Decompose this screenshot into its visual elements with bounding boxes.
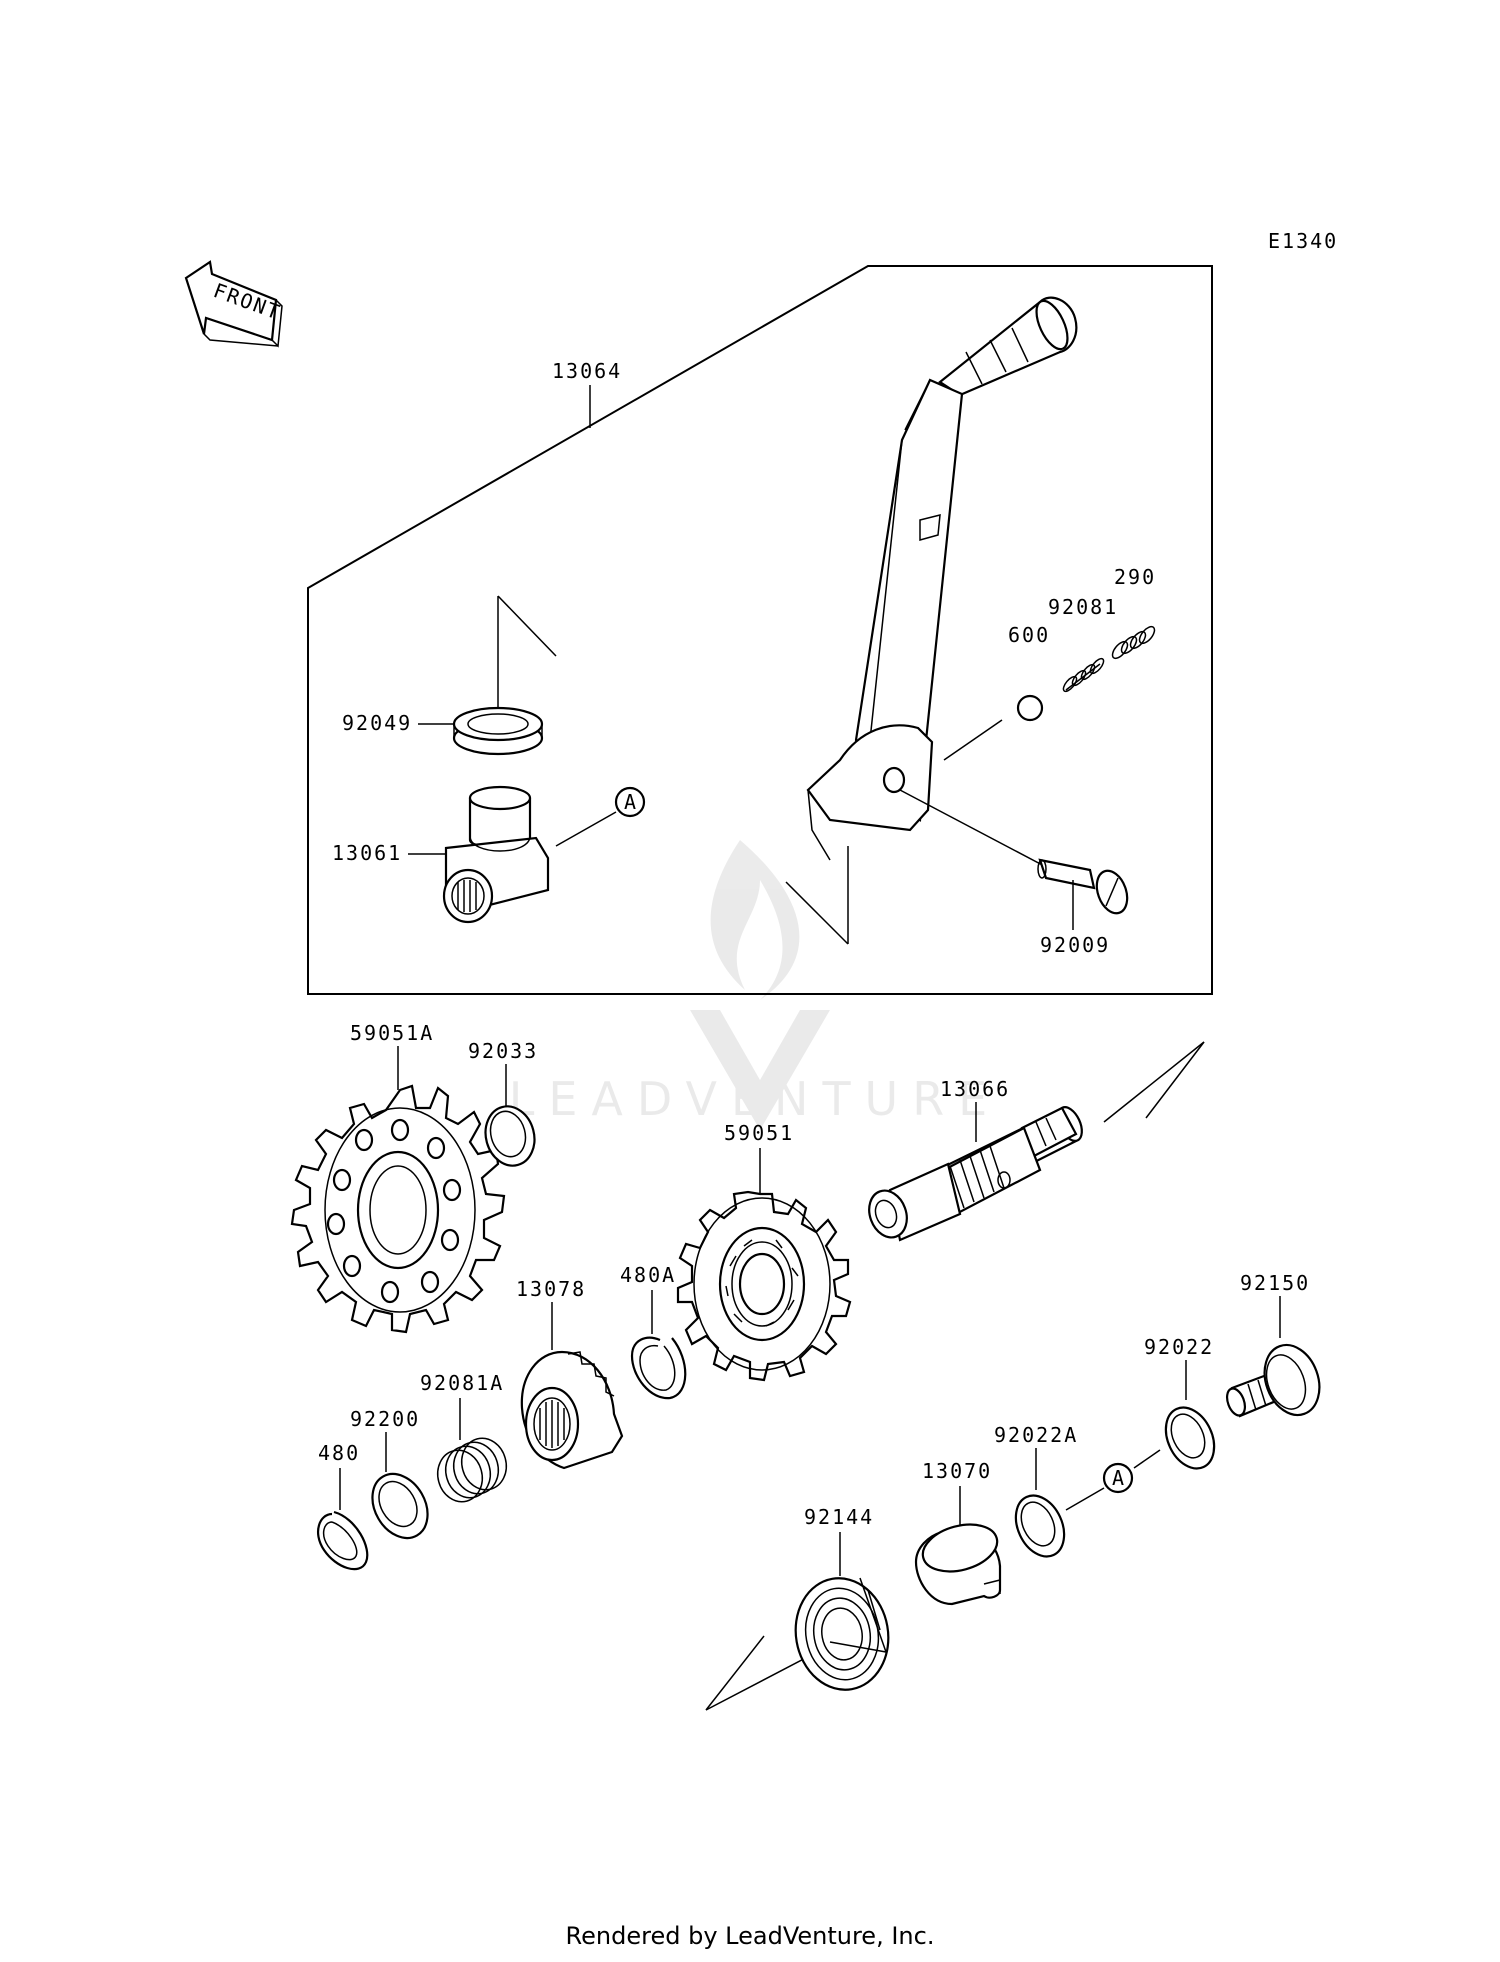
label-92150: 92150	[1240, 1271, 1310, 1295]
label-92009: 92009	[1040, 933, 1110, 957]
label-13064: 13064	[552, 359, 622, 383]
label-600: 600	[1008, 623, 1050, 647]
circlip-480	[316, 1510, 369, 1571]
label-92144: 92144	[804, 1505, 874, 1529]
footer-credit: Rendered by LeadVenture, Inc.	[566, 1922, 935, 1950]
leadventure-watermark: LEADVENTURE	[509, 840, 1002, 1130]
diagram-code: E1340	[1268, 229, 1338, 253]
spring-92081	[1062, 657, 1105, 693]
spring-92144	[794, 1577, 890, 1691]
ball-600	[1016, 694, 1044, 722]
front-arrow-icon: FRONT	[184, 260, 284, 348]
label-480: 480	[318, 1441, 360, 1465]
label-59051: 59051	[724, 1121, 794, 1145]
watermark-text: LEADVENTURE	[509, 1072, 1002, 1126]
gear-59051	[676, 1190, 852, 1382]
bolt-92009	[1037, 858, 1129, 915]
label-59051A: 59051A	[350, 1021, 434, 1045]
kick-pedal	[806, 296, 1078, 861]
label-13061: 13061	[332, 841, 402, 865]
label-13066: 13066	[940, 1077, 1010, 1101]
label-92049: 92049	[342, 711, 412, 735]
label-13070: 13070	[922, 1459, 992, 1483]
label-480A: 480A	[620, 1263, 676, 1287]
assembly-box	[307, 265, 1213, 995]
washer-92200	[371, 1472, 429, 1540]
label-92022A: 92022A	[994, 1423, 1078, 1447]
callout-a-bottom	[1102, 1462, 1134, 1494]
ring-92033	[484, 1105, 536, 1167]
label-13078: 13078	[516, 1277, 586, 1301]
label-290: 290	[1114, 565, 1156, 589]
callout-a-top-label: A	[624, 790, 638, 814]
spring-92081A	[436, 1437, 508, 1503]
callout-a-top	[614, 786, 646, 818]
bolt-92150	[1225, 1343, 1321, 1418]
washer-92022	[1164, 1406, 1216, 1470]
label-92081A: 92081A	[420, 1371, 504, 1395]
label-92022: 92022	[1144, 1335, 1214, 1359]
spring-290	[1111, 625, 1156, 660]
label-92033: 92033	[468, 1039, 538, 1063]
seal-92049	[452, 706, 544, 756]
collar-13070	[914, 1523, 1002, 1606]
ratchet-13078	[520, 1350, 624, 1470]
label-92200: 92200	[350, 1407, 420, 1431]
circlip-480A	[630, 1336, 687, 1400]
label-92081: 92081	[1048, 595, 1118, 619]
lever-13061	[442, 785, 550, 924]
shaft-13066	[868, 1106, 1083, 1242]
washer-92022A	[1014, 1494, 1066, 1558]
gear-59051A	[290, 1084, 506, 1334]
callout-a-bottom-label: A	[1112, 1466, 1126, 1490]
